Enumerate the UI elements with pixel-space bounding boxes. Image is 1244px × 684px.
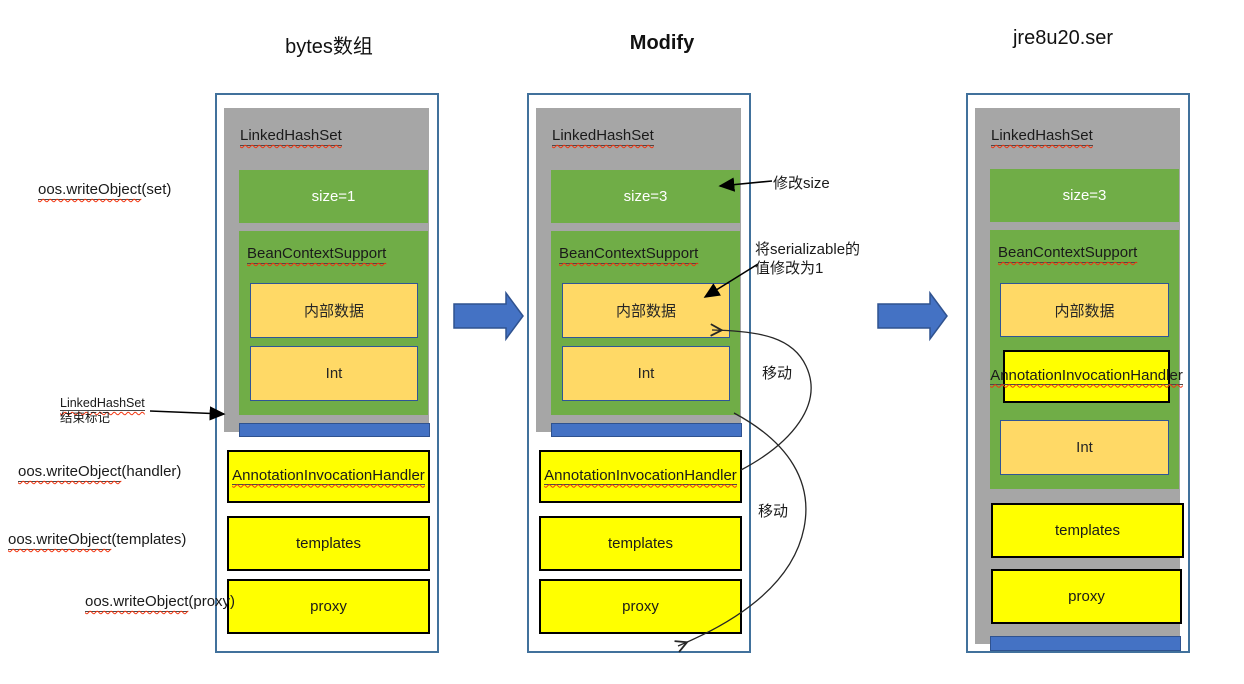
- end-marker-line1: LinkedHashSet: [60, 396, 145, 411]
- column-bytes-array: LinkedHashSet size=1 BeanContextSupport …: [215, 93, 439, 653]
- int-box: Int: [1000, 420, 1169, 475]
- linkedhashset-box: LinkedHashSet size=1 BeanContextSupport …: [224, 108, 430, 437]
- label-writeobject-proxy: oos.writeObject(proxy): [85, 593, 235, 612]
- annotationinvocationhandler-box: AnnotationInvocationHandler: [539, 450, 742, 503]
- writeobject-handler-arg: (handler): [121, 463, 182, 480]
- size-box: size=3: [551, 170, 740, 223]
- end-marker-bar: [990, 636, 1181, 651]
- templates-box: templates: [227, 516, 430, 571]
- end-marker-bar: [551, 423, 742, 437]
- annotationinvocationhandler-box: AnnotationInvocationHandler: [990, 350, 1183, 403]
- label-writeobject-templates: oos.writeObject(templates): [8, 531, 186, 550]
- end-marker-bar: [239, 423, 430, 437]
- templates-box: templates: [991, 503, 1184, 558]
- label-writeobject-set: oos.writeObject(set): [38, 181, 171, 200]
- title-jre8u20-ser: jre8u20.ser: [1012, 27, 1114, 49]
- int-box: Int: [250, 346, 418, 401]
- annotationinvocationhandler-label: AnnotationInvocationHandler: [990, 366, 1183, 386]
- title-bytes-array: bytes数组: [285, 36, 373, 58]
- title-modify: Modify: [629, 32, 695, 54]
- writeobject-set-method: oos.writeObject: [38, 181, 142, 200]
- proxy-box: proxy: [539, 579, 742, 634]
- annotation-modify-size: 修改size: [773, 175, 830, 192]
- end-marker-arrow: [149, 406, 226, 421]
- label-writeobject-handler: oos.writeObject(handler): [18, 463, 181, 482]
- beancontextsupport-box: BeanContextSupport 内部数据 AnnotationInvoca…: [990, 230, 1183, 489]
- annotationinvocationhandler-box: AnnotationInvocationHandler: [227, 450, 430, 503]
- column-jre8u20-ser: LinkedHashSet size=3 BeanContextSupport …: [966, 93, 1190, 653]
- internal-data-box: 内部数据: [562, 283, 730, 338]
- proxy-box: proxy: [227, 579, 430, 634]
- writeobject-templates-arg: (templates): [111, 531, 187, 548]
- beancontextsupport-box: BeanContextSupport 内部数据 Int: [551, 231, 740, 415]
- linkedhashset-label: LinkedHashSet: [552, 127, 654, 146]
- size-box: size=3: [990, 169, 1179, 222]
- annotationinvocationhandler-label: AnnotationInvocationHandler: [232, 466, 425, 486]
- flow-arrow-1: [453, 290, 524, 342]
- annotation-move-top: 移动: [762, 365, 793, 382]
- column-modify: LinkedHashSet size=3 BeanContextSupport …: [527, 93, 751, 653]
- linkedhashset-label: LinkedHashSet: [991, 127, 1093, 146]
- writeobject-proxy-method: oos.writeObject: [85, 593, 189, 612]
- annotationinvocationhandler-label: AnnotationInvocationHandler: [544, 466, 737, 486]
- internal-data-box: 内部数据: [250, 283, 418, 338]
- writeobject-set-arg: (set): [141, 181, 172, 198]
- proxy-box: proxy: [991, 569, 1182, 624]
- flow-arrow-2: [877, 290, 948, 342]
- beancontextsupport-label: BeanContextSupport: [998, 244, 1138, 263]
- linkedhashset-box: LinkedHashSet size=3 BeanContextSupport …: [975, 108, 1184, 651]
- annotation-serializable-line2: 值修改为1: [755, 260, 824, 277]
- annotation-serializable: 将serializable的 值修改为1: [755, 240, 860, 278]
- beancontextsupport-label: BeanContextSupport: [559, 245, 699, 264]
- end-marker-line2: 结束标记: [60, 411, 111, 425]
- beancontextsupport-label: BeanContextSupport: [247, 245, 387, 264]
- int-box: Int: [562, 346, 730, 401]
- writeobject-proxy-arg: (proxy): [188, 593, 236, 610]
- annotation-move-bottom: 移动: [758, 503, 789, 520]
- beancontextsupport-box: BeanContextSupport 内部数据 Int: [239, 231, 428, 415]
- label-end-marker: LinkedHashSet 结束标记: [60, 396, 145, 425]
- annotation-serializable-line1: 将serializable的: [755, 241, 861, 258]
- writeobject-templates-method: oos.writeObject: [8, 531, 112, 550]
- linkedhashset-label: LinkedHashSet: [240, 127, 342, 146]
- size-box: size=1: [239, 170, 428, 223]
- templates-box: templates: [539, 516, 742, 571]
- linkedhashset-box: LinkedHashSet size=3 BeanContextSupport …: [536, 108, 742, 437]
- writeobject-handler-method: oos.writeObject: [18, 463, 122, 482]
- internal-data-box: 内部数据: [1000, 283, 1169, 337]
